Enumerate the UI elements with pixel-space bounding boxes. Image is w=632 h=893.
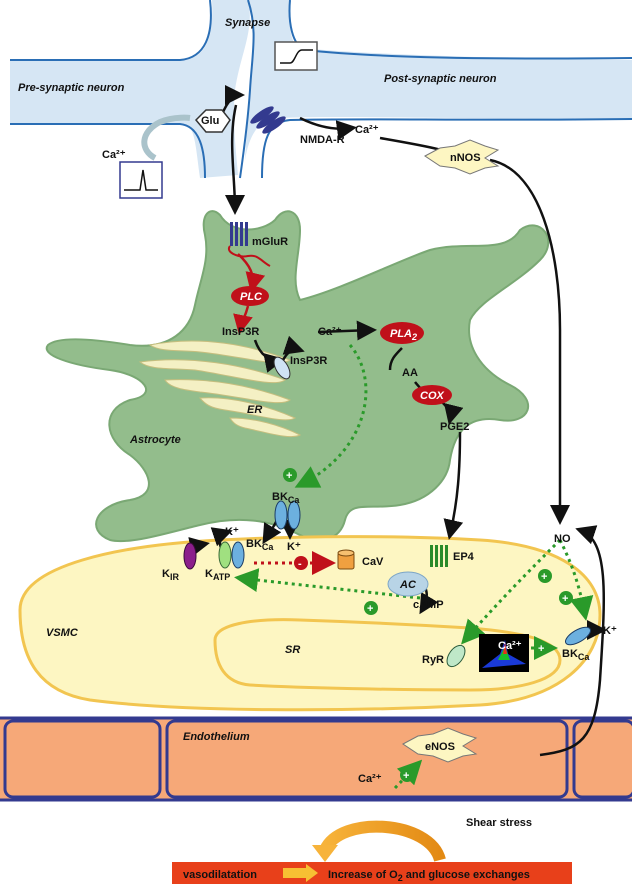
plus-glyph-5: + <box>538 643 544 655</box>
plus-sign-5 <box>535 641 549 655</box>
nmda-receptor-icon <box>250 106 286 134</box>
adenylyl-cyclase <box>387 571 429 597</box>
minus-sign <box>294 556 308 570</box>
plus-sign-6 <box>400 768 414 782</box>
ca-pre-label: Ca²⁺ <box>102 149 126 161</box>
nmda-r-label: NMDA-R <box>300 134 345 146</box>
plus-glyph-6: + <box>403 770 409 782</box>
pla2-label: PLA2 <box>390 328 417 342</box>
pla2-enzyme <box>380 322 424 344</box>
nnos-star <box>424 139 500 175</box>
synapse-label: Synapse <box>225 17 270 29</box>
bkca-right-channel-icon <box>565 626 591 646</box>
insp3r-channel-icon <box>273 356 291 380</box>
plus-sign-1 <box>283 468 297 482</box>
minus-glyph: - <box>298 558 302 570</box>
plus-sign-2 <box>364 601 378 615</box>
k-astrocyte-label: K⁺ <box>287 541 301 553</box>
plus-glyph-4: + <box>562 593 568 605</box>
plc-to-insp3r-arrow <box>233 305 253 335</box>
plus-sign-3 <box>538 569 552 583</box>
mglur-tail <box>227 245 271 267</box>
plus-glyph-3: + <box>541 571 547 583</box>
ca-endothelium-label: Ca²⁺ <box>358 773 382 785</box>
katp-label: KATP <box>205 568 230 582</box>
k-right-label: K⁺ <box>603 625 617 637</box>
plus-sign-4 <box>559 591 573 605</box>
cox-enzyme <box>412 385 452 405</box>
mglur-receptor-icon <box>230 222 248 246</box>
pre-synaptic-calcium-swoop <box>141 114 191 161</box>
insp3r-label-1: InsP3R <box>222 326 259 338</box>
ca-astrocyte-label: Ca²⁺ <box>318 326 342 338</box>
enos-label: eNOS <box>425 741 455 753</box>
endothelium <box>0 716 632 802</box>
camp-label: cAMP <box>413 599 444 611</box>
endoplasmic-reticulum <box>138 340 302 438</box>
plus-glyph-2: + <box>367 603 373 615</box>
cox-label: COX <box>420 390 445 402</box>
cav-label: CaV <box>362 556 384 568</box>
post-synaptic-neuron-body <box>245 0 632 160</box>
ca-post-label: Ca²⁺ <box>355 124 379 136</box>
vsmc-label: VSMC <box>46 627 79 639</box>
no-label: NO <box>554 533 571 545</box>
ep4-receptor-icon <box>430 545 448 567</box>
shear-stress-label: Shear stress <box>466 817 532 829</box>
plc-label: PLC <box>240 291 263 303</box>
glu-hexagon <box>194 109 231 133</box>
sr-label: SR <box>285 644 300 656</box>
bkca-astrocyte-channel-icon <box>274 500 301 530</box>
enos-star <box>402 727 478 763</box>
bkca-astrocyte-label: BKCa <box>272 491 300 505</box>
kir-channel-icon <box>183 542 197 570</box>
ac-label: AC <box>399 579 417 591</box>
plus-glyph-1: + <box>286 470 292 482</box>
plc-enzyme <box>231 286 269 306</box>
aa-label: AA <box>402 367 418 379</box>
bkca-vsmc-label: BKCa <box>246 538 274 552</box>
katp-channel-icon <box>218 541 232 569</box>
pre-synaptic-neuron-body <box>10 0 250 178</box>
outcome-bar-arrow <box>283 864 318 882</box>
ryr-label: RyR <box>422 654 444 666</box>
astrocyte-body <box>45 210 550 543</box>
insp3r-label-2: InsP3R <box>290 355 327 367</box>
pre-synaptic-label: Pre-synaptic neuron <box>18 82 125 94</box>
increase-exchanges-label: Increase of O2 and glucose exchanges <box>328 869 530 883</box>
endothelium-label: Endothelium <box>183 731 250 743</box>
nnos-label: nNOS <box>450 152 481 164</box>
ryr-channel-icon <box>446 644 466 668</box>
shear-stress-arrow <box>319 820 446 863</box>
glu-label: Glu <box>201 115 219 127</box>
ep4-label: EP4 <box>453 551 475 563</box>
mglur-label: mGluR <box>252 236 288 248</box>
vasodilatation-label: vasodilatation <box>183 869 257 881</box>
ca-spark-label: Ca²⁺ <box>498 640 522 652</box>
kir-label: KIR <box>162 568 179 582</box>
pre-synaptic-spike-box <box>119 161 163 199</box>
calcium-spark-image <box>479 634 529 672</box>
cav-channel-icon <box>337 549 355 570</box>
astrocyte-label: Astrocyte <box>129 434 181 446</box>
er-label: ER <box>247 404 262 416</box>
bkca-vsmc-channel-icon <box>231 541 245 569</box>
shear-stress-arrowhead <box>312 845 338 862</box>
outcome-bar <box>172 862 572 884</box>
pge2-label: PGE2 <box>440 421 469 433</box>
k-vsmc-label: K⁺ <box>225 526 239 538</box>
post-synaptic-label: Post-synaptic neuron <box>384 73 497 85</box>
post-synaptic-waveform-box <box>274 41 318 71</box>
bkca-right-label: BKCa <box>562 648 590 662</box>
